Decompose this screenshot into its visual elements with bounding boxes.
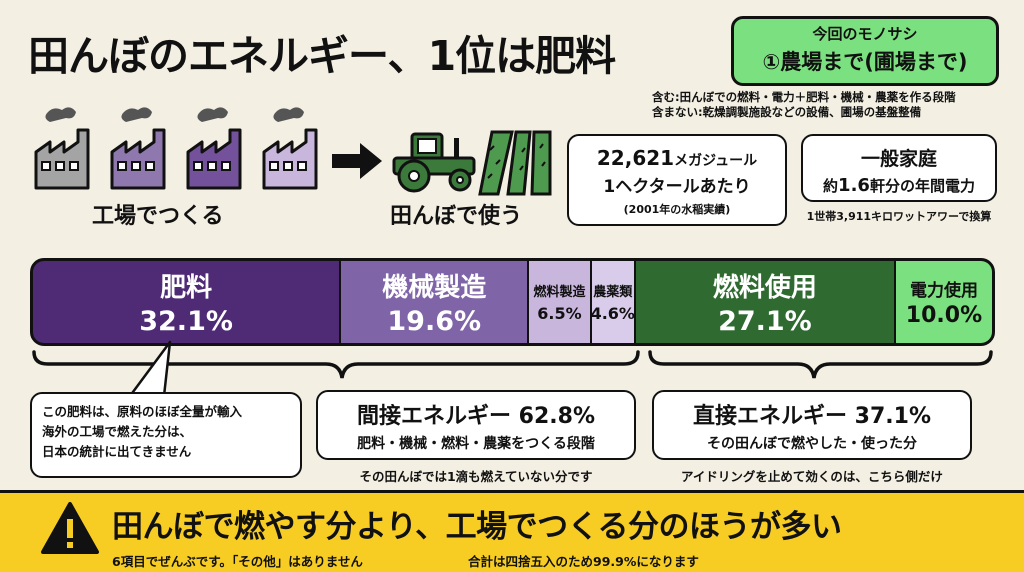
segment-label: 肥料 bbox=[160, 273, 213, 303]
group-braces bbox=[32, 350, 993, 379]
callout-pointer bbox=[128, 340, 172, 398]
segment-value: 27.1% bbox=[718, 306, 812, 337]
factory-icons bbox=[34, 107, 318, 190]
indirect-sub: 肥料・機械・燃料・農薬をつくる段階 bbox=[357, 436, 595, 452]
household-card: 一般家庭 約1.6軒分の年間電力 bbox=[801, 134, 997, 202]
field-label: 田んぼで使う bbox=[390, 204, 523, 229]
indirect-title: 間接エネルギー 62.8% bbox=[357, 404, 595, 429]
badge-scope: ①農場まで(圃場まで) bbox=[762, 50, 968, 74]
note-line-2: 海外の工場で燃えた分は、 bbox=[42, 424, 193, 439]
direct-title: 直接エネルギー 37.1% bbox=[693, 404, 931, 429]
segment-value: 19.6% bbox=[387, 306, 482, 337]
energy-per-hectare-card: 22,621メガジュール 1ヘクタールあたり (2001年の水稲実績) bbox=[567, 134, 787, 226]
household-title: 一般家庭 bbox=[860, 148, 937, 170]
page-title: 田んぼのエネルギー、1位は肥料 bbox=[28, 32, 616, 80]
badge-caption: 今回のモノサシ bbox=[812, 25, 918, 43]
banner-footnote-items: 6項目でぜんぶです。「その他」はありません bbox=[112, 554, 363, 569]
warning-icon bbox=[41, 502, 99, 554]
segment-label: 電力使用 bbox=[909, 281, 978, 301]
energy-value: 22,621 bbox=[596, 146, 675, 170]
bar-segment: 農薬類 4.6% bbox=[590, 261, 636, 343]
factory-label: 工場でつくる bbox=[92, 204, 224, 229]
segment-value: 10.0% bbox=[905, 303, 983, 328]
note-line-3: 日本の統計に出てきません bbox=[42, 444, 192, 459]
energy-note: (2001年の水稲実績) bbox=[623, 203, 731, 216]
rice-field-icon bbox=[478, 130, 552, 196]
factory-icon bbox=[110, 107, 166, 190]
measure-badge: 今回のモノサシ ①農場まで(圃場まで) bbox=[731, 16, 999, 86]
arrow-right-icon bbox=[332, 143, 382, 179]
segment-label: 燃料製造 bbox=[533, 285, 586, 300]
household-line: 約1.6軒分の年間電力 bbox=[803, 175, 995, 196]
factory-icon bbox=[186, 107, 242, 190]
household-suffix: 軒分の年間電力 bbox=[869, 177, 975, 195]
scope-excludes: 含まない:乾燥調製施設などの設備、圃場の基盤整備 bbox=[652, 105, 922, 119]
bottom-banner: 田んぼで燃やす分より、工場でつくる分のほうが多い 6項目でぜんぶです。「その他」… bbox=[0, 490, 1024, 572]
scope-notes: 含む:田んぼでの燃料・電力＋肥料・機械・農薬を作る段階 含まない:乾燥調製施設な… bbox=[652, 90, 956, 120]
energy-value-line: 22,621メガジュール bbox=[569, 146, 785, 170]
factory-icon bbox=[34, 107, 90, 190]
banner-footnote-rounding: 合計は四捨五入のため99.9%になります bbox=[468, 554, 699, 569]
tractor-icon bbox=[392, 132, 476, 193]
banner-headline: 田んぼで燃やす分より、工場でつくる分のほうが多い bbox=[112, 509, 842, 545]
bar-segment: 燃料製造 6.5% bbox=[529, 261, 592, 343]
fertilizer-note: この肥料は、原料のほぼ全量が輸入 海外の工場で燃えた分は、 日本の統計に出てきま… bbox=[30, 392, 302, 478]
direct-brace bbox=[648, 350, 993, 379]
energy-per: 1ヘクタールあたり bbox=[603, 177, 751, 197]
direct-sub: その田んぼで燃やした・使った分 bbox=[707, 436, 917, 452]
indirect-energy-card: 間接エネルギー 62.8% 肥料・機械・燃料・農薬をつくる段階 bbox=[316, 390, 636, 460]
scope-includes: 含む:田んぼでの燃料・電力＋肥料・機械・農薬を作る段階 bbox=[652, 90, 956, 104]
household-prefix: 約 bbox=[823, 177, 839, 195]
segment-value: 32.1% bbox=[139, 306, 233, 337]
segment-value: 6.5% bbox=[537, 304, 582, 323]
indirect-caption: その田んぼでは1滴も燃えていない分です bbox=[359, 469, 593, 484]
factory-icon bbox=[262, 107, 318, 190]
note-line-1: この肥料は、原料のほぼ全量が輸入 bbox=[42, 404, 243, 419]
direct-energy-card: 直接エネルギー 37.1% その田んぼで燃やした・使った分 bbox=[652, 390, 972, 460]
indirect-brace bbox=[32, 350, 640, 379]
segment-label: 農薬類 bbox=[593, 285, 633, 300]
segment-label: 燃料使用 bbox=[712, 273, 817, 303]
direct-caption: アイドリングを止めて効くのは、こちら側だけ bbox=[681, 469, 943, 484]
household-value: 1.6 bbox=[838, 175, 870, 196]
energy-unit: メガジュール bbox=[674, 153, 758, 169]
segment-label: 機械製造 bbox=[382, 273, 487, 303]
household-note: 1世帯3,911キロワットアワーで換算 bbox=[806, 210, 992, 223]
segment-value: 4.6% bbox=[590, 304, 635, 323]
